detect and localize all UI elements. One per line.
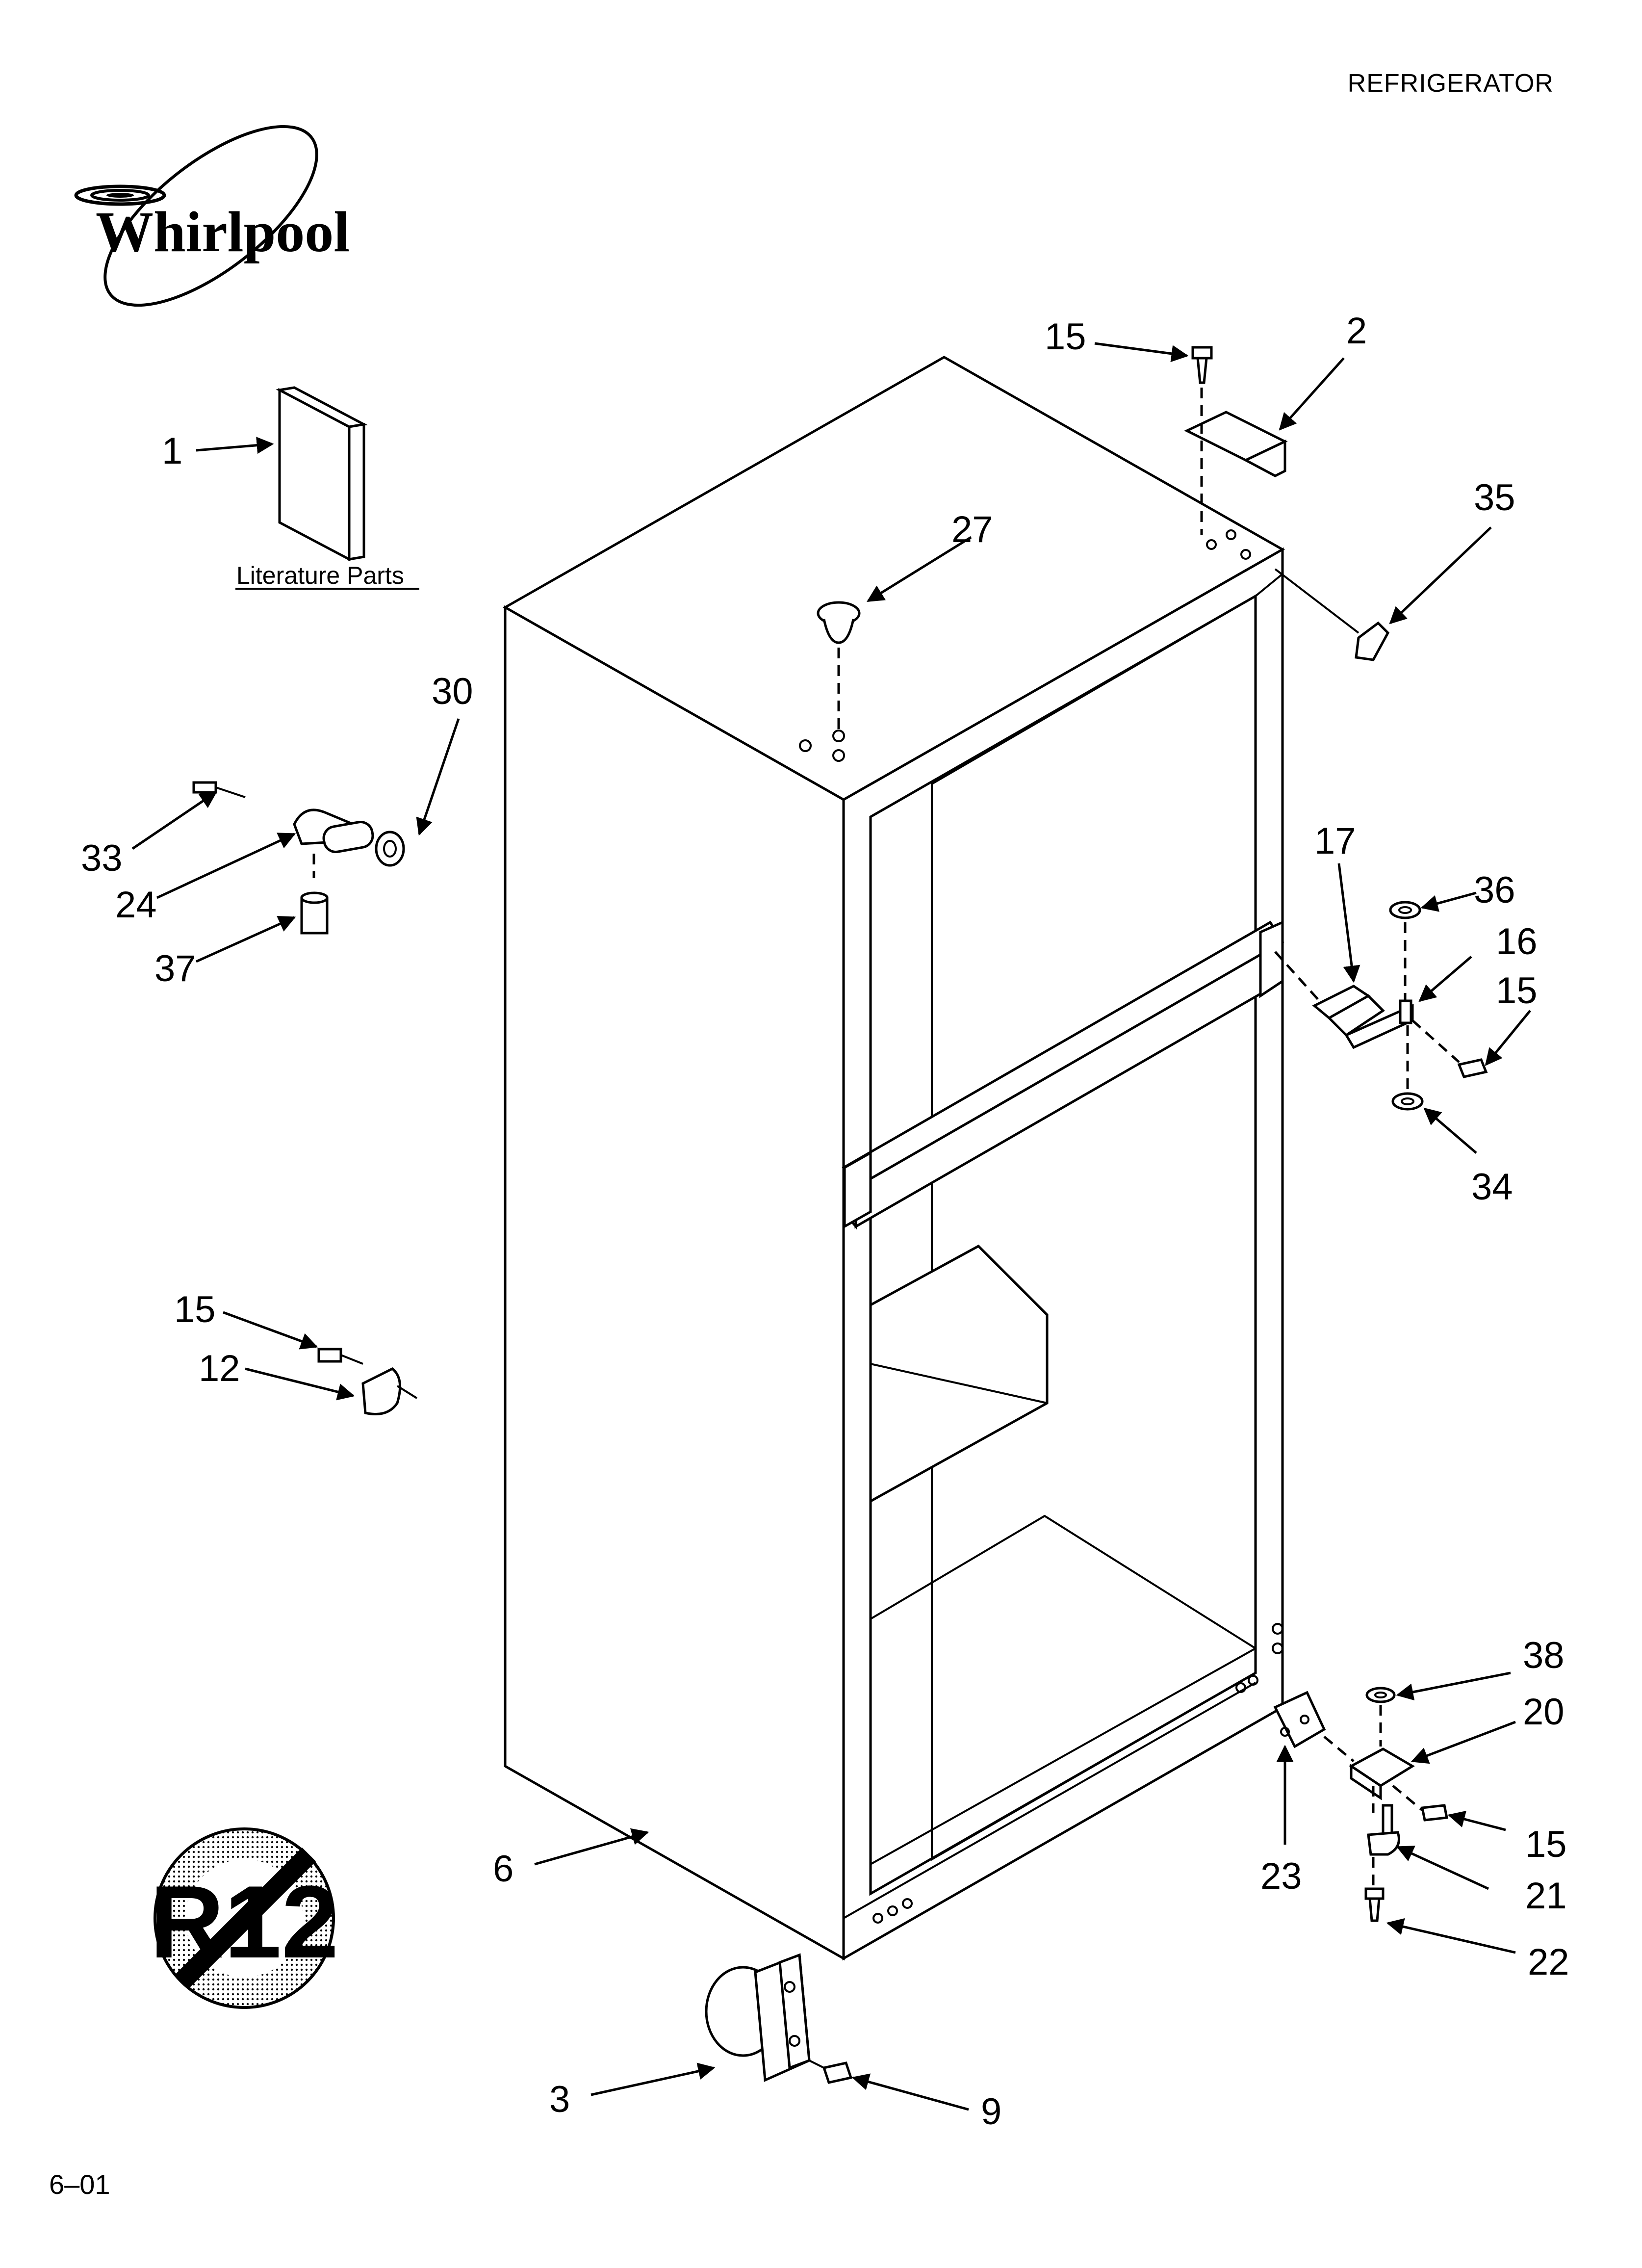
callout-15-top: 15	[1045, 316, 1086, 358]
callout-23: 23	[1260, 1855, 1302, 1897]
left-top-hinge-assembly	[192, 781, 405, 935]
callout-2: 2	[1346, 310, 1367, 352]
callout-15-left: 15	[174, 1289, 216, 1330]
part-2-bracket	[1184, 346, 1288, 535]
literature-booklet: Literature Parts	[235, 386, 419, 590]
callout-22: 22	[1528, 1941, 1569, 1983]
callout-33: 33	[81, 837, 123, 879]
callout-27: 27	[951, 509, 993, 550]
part-35-cap	[1274, 568, 1390, 661]
leader-lines	[131, 342, 1531, 2111]
callout-12: 12	[199, 1348, 240, 1389]
callout-6: 6	[493, 1848, 513, 1890]
callout-1: 1	[162, 430, 182, 472]
callout-21: 21	[1525, 1875, 1567, 1917]
callout-16: 16	[1496, 921, 1538, 963]
callout-15-bottom: 15	[1525, 1824, 1567, 1865]
callout-24: 24	[115, 884, 157, 926]
callout-30: 30	[432, 671, 473, 712]
callout-3: 3	[549, 2079, 570, 2120]
bottom-roller-assembly	[705, 1953, 853, 2084]
center-hinge-assembly	[1274, 901, 1488, 1111]
bottom-hinge-assembly	[1273, 1687, 1448, 1922]
callout-9: 9	[981, 2091, 1001, 2133]
callout-38: 38	[1523, 1635, 1565, 1676]
header-title: REFRIGERATOR	[1347, 69, 1554, 98]
part-27-plug	[817, 601, 861, 736]
callout-35: 35	[1474, 477, 1515, 519]
callout-20: 20	[1523, 1691, 1565, 1733]
literature-label: Literature Parts	[236, 562, 404, 589]
logo-wordmark: Whirlpool	[96, 200, 350, 264]
callout-37: 37	[154, 948, 196, 990]
left-bottom-hinge-cover	[317, 1348, 418, 1415]
callout-labels: 1 2 3 6 9 12 15 15 15 15 16 17 20 21 22 …	[81, 310, 1569, 2133]
whirlpool-logo: Whirlpool	[74, 125, 350, 307]
callout-36: 36	[1474, 869, 1515, 911]
footer-code: 6–01	[49, 2169, 110, 2200]
callout-17: 17	[1314, 820, 1356, 862]
refrigerator-cabinet	[502, 356, 1285, 1961]
callout-15-center: 15	[1496, 970, 1538, 1012]
no-r12-badge: R12	[150, 1827, 339, 2009]
callout-34: 34	[1471, 1166, 1513, 1208]
